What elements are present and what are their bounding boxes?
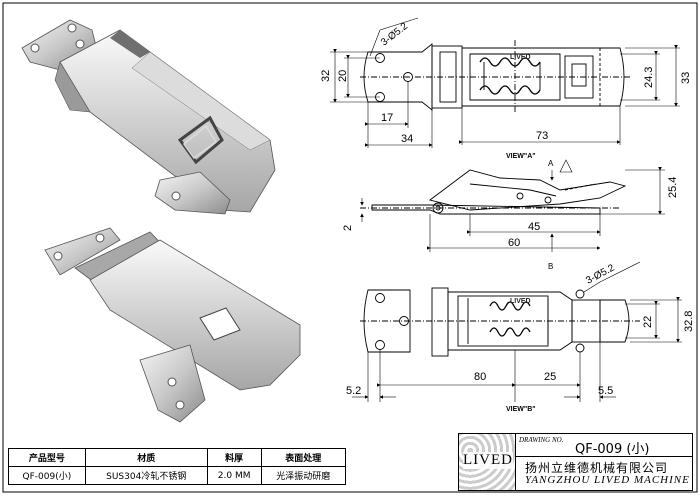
bottom-view xyxy=(360,287,640,357)
dim-20: 20 xyxy=(337,70,349,82)
view-a-label: VIEW"A" xyxy=(506,153,536,160)
spec-table: 产品型号 材质 料厚 表面处理 QF-009(小) SUS304冷轧不锈钢 2.… xyxy=(8,448,347,485)
dim-5-5: 5.5 xyxy=(598,385,613,397)
top-view-dimensions xyxy=(330,17,680,148)
company-logo: LIVED xyxy=(459,434,516,490)
dim-60: 60 xyxy=(508,237,520,249)
dim-32-8: 32.8 xyxy=(683,311,695,332)
arrow-b-label: B xyxy=(548,262,553,271)
dim-73: 73 xyxy=(536,130,548,142)
header-model: 产品型号 xyxy=(8,448,86,467)
dim-45: 45 xyxy=(528,221,540,233)
latch-render-closed xyxy=(21,19,276,215)
dim-33: 33 xyxy=(680,72,692,84)
company-name-cn: 扬州立维德机械有限公司 xyxy=(525,461,669,475)
top-view xyxy=(360,40,630,114)
embossed-stamps: LIVED LIVED xyxy=(510,54,531,305)
arrow-a-label: A xyxy=(548,159,554,168)
view-b-label: VIEW"B" xyxy=(506,406,536,413)
title-block: LIVED DRAWING NO. QF-009 (小) 扬州立维德机械有限公司… xyxy=(458,433,693,491)
dim-80: 80 xyxy=(474,371,486,383)
title-divider xyxy=(516,456,692,457)
logo-text: LIVED xyxy=(463,452,513,469)
side-view-dimensions xyxy=(360,159,665,252)
spec-table-row: QF-009(小) SUS304冷轧不锈钢 2.0 MM 光泽振动研磨 xyxy=(8,466,347,485)
drawing-no-label: DRAWING NO. xyxy=(519,436,564,444)
value-thickness: 2.0 MM xyxy=(206,466,262,485)
side-view xyxy=(360,169,627,215)
spec-table-header: 产品型号 材质 料厚 表面处理 xyxy=(8,448,347,467)
bottom-view-labels: 3-Ø5.2 22 32.8 5.2 80 25 5.5 VIEW"B" xyxy=(346,262,695,413)
side-view-labels: A 25.4 2 45 60 B xyxy=(342,159,679,271)
value-material: SUS304冷轧不锈钢 xyxy=(84,466,208,485)
dim-17: 17 xyxy=(381,112,393,124)
dim-5-2: 5.2 xyxy=(346,385,361,397)
dim-2: 2 xyxy=(342,225,354,231)
stamp-top: LIVED xyxy=(510,54,531,61)
drawing-no-value: QF-009 (小) xyxy=(575,442,650,457)
dim-22: 22 xyxy=(642,316,654,328)
header-finish: 表面处理 xyxy=(260,448,347,467)
dim-25: 25 xyxy=(544,371,556,383)
dim-34: 34 xyxy=(401,133,413,145)
latch-render-open xyxy=(44,227,301,423)
dim-24-3: 24.3 xyxy=(643,67,655,88)
company-name-en: YANGZHOU LIVED MACHINE xyxy=(525,474,690,486)
dim-hole-top: 3-Ø5.2 xyxy=(379,21,410,49)
bottom-view-dimensions xyxy=(352,261,682,402)
dim-hole-bottom: 3-Ø5.2 xyxy=(584,262,617,286)
value-model: QF-009(小) xyxy=(8,466,86,485)
dim-32: 32 xyxy=(320,70,332,82)
stamp-bottom: LIVED xyxy=(510,298,531,305)
header-thickness: 料厚 xyxy=(206,448,262,467)
dim-25-4: 25.4 xyxy=(667,177,679,198)
header-material: 材质 xyxy=(84,448,208,467)
value-finish: 光泽振动研磨 xyxy=(260,466,347,485)
